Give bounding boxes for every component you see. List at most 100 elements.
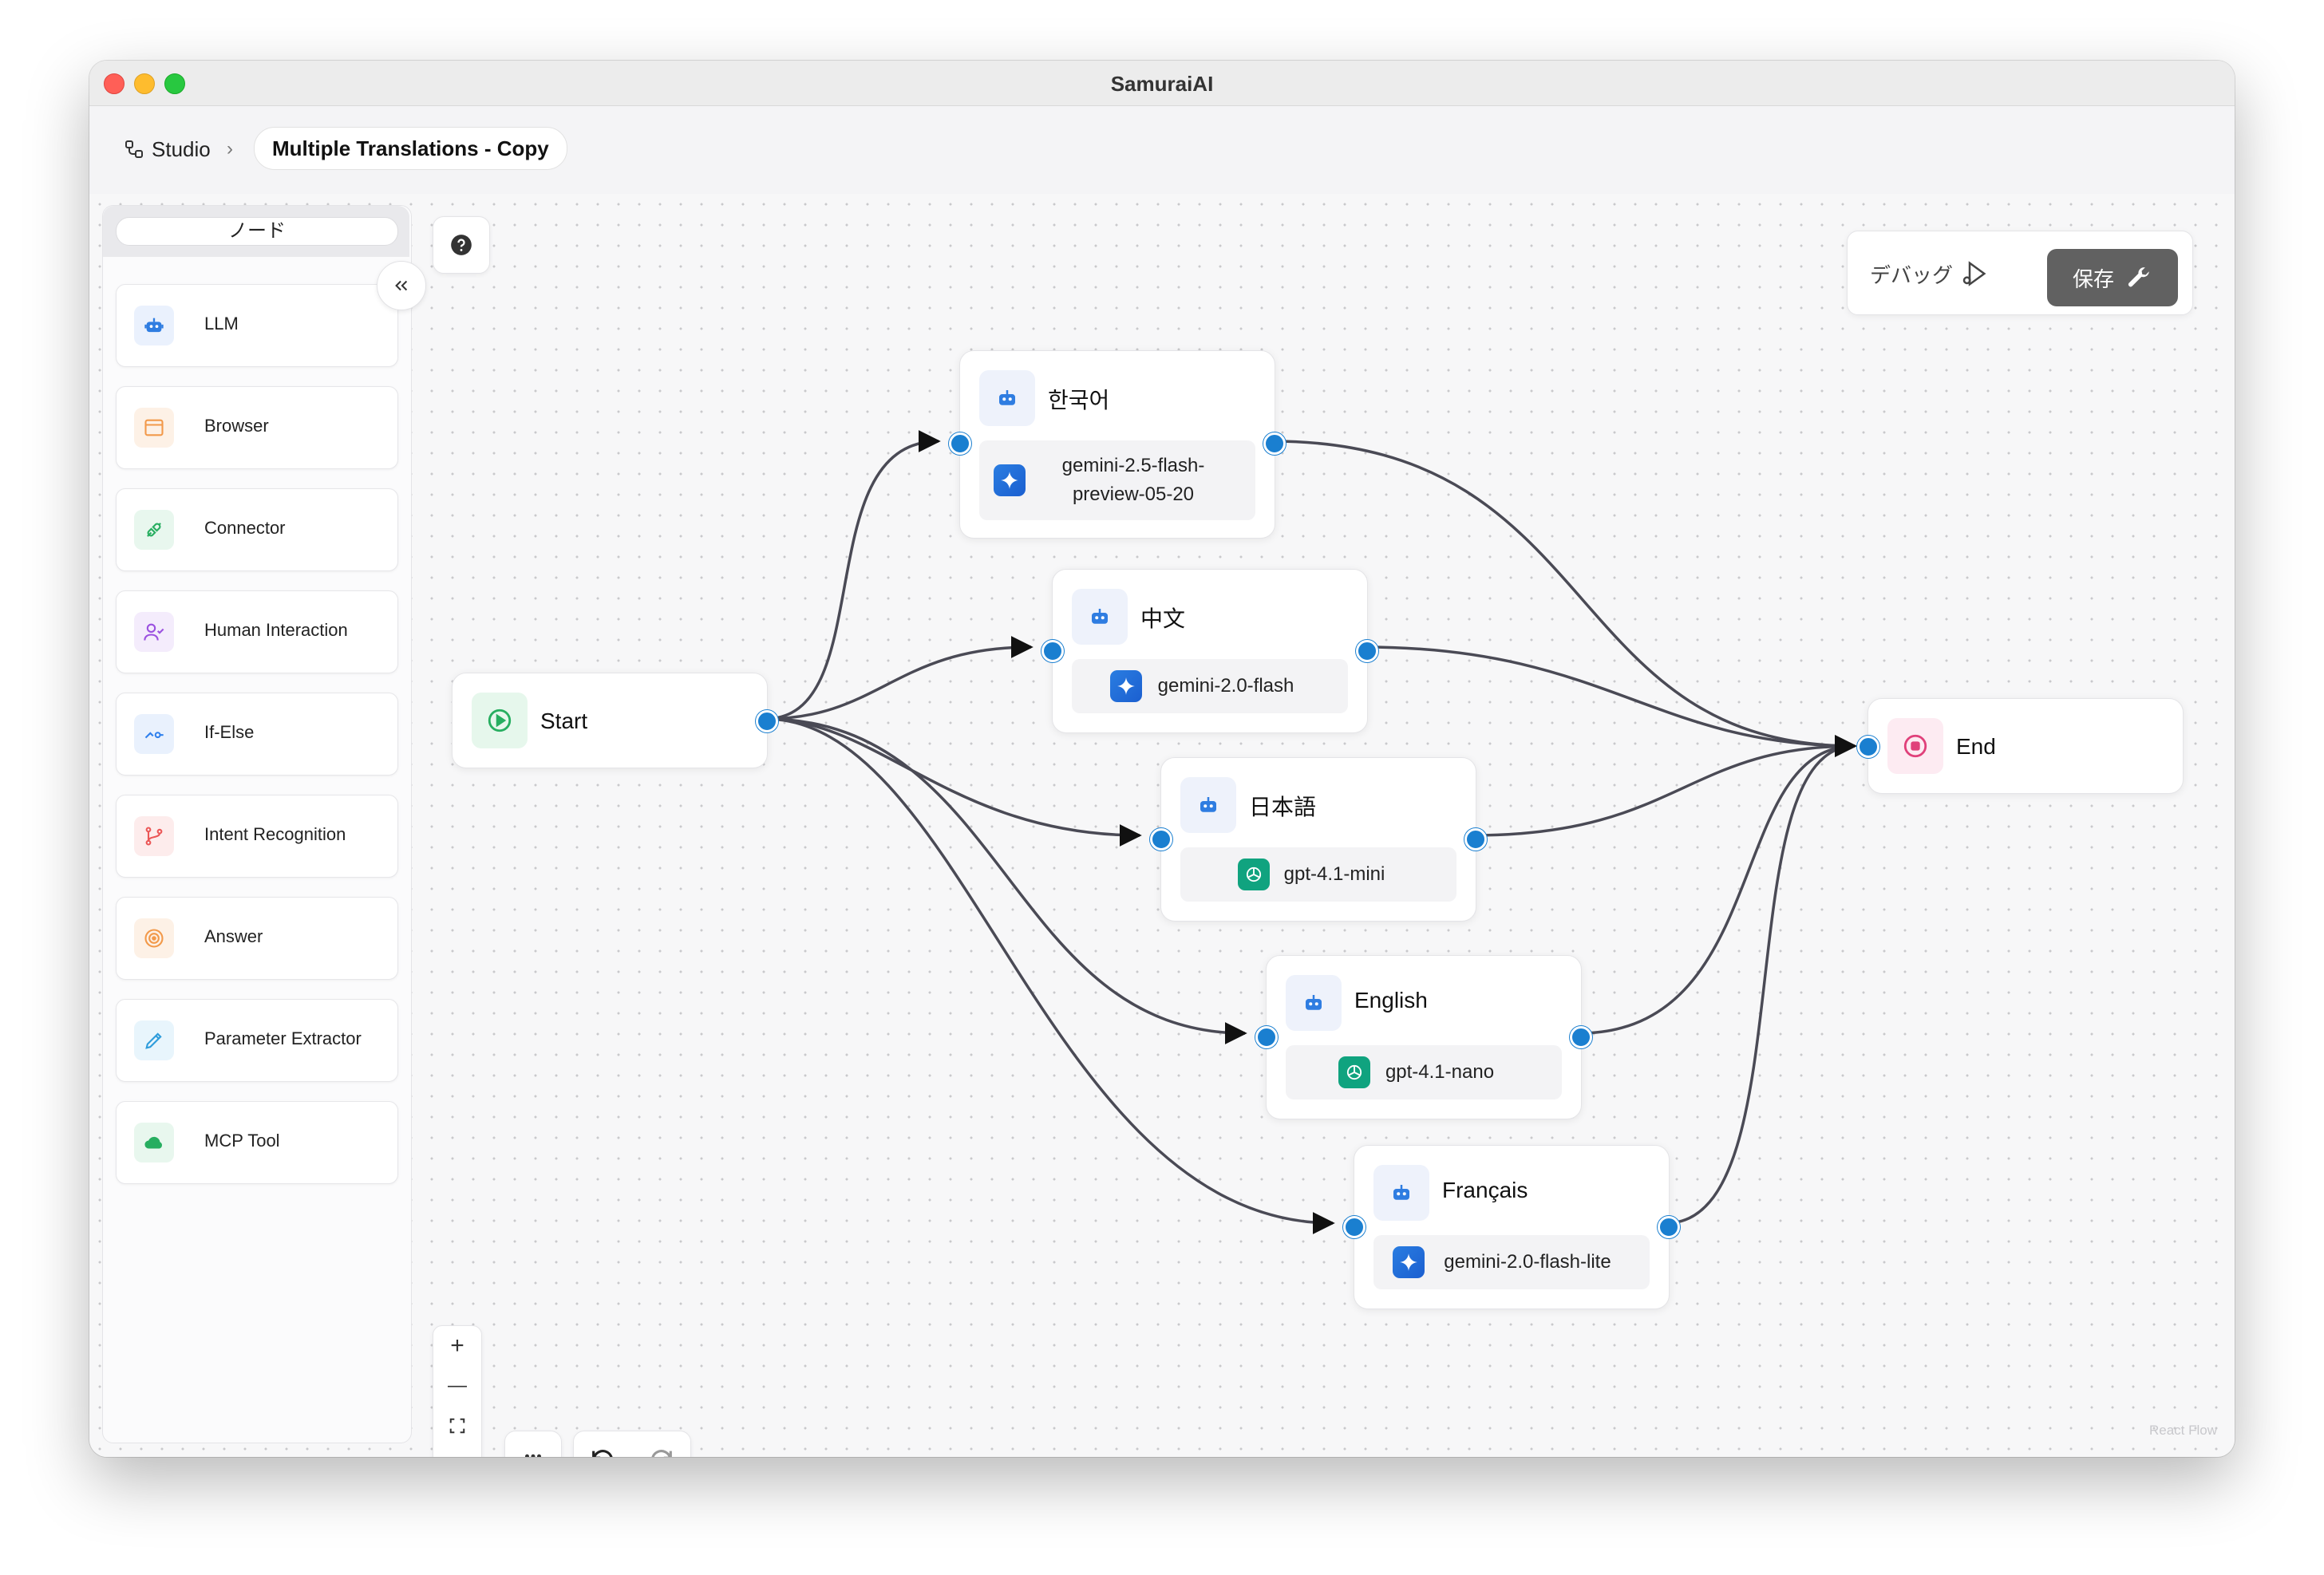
redo-button[interactable] — [644, 1443, 679, 1457]
undo-button[interactable] — [585, 1443, 620, 1457]
collapse-sidebar-button[interactable] — [377, 261, 426, 310]
user-check-icon — [134, 612, 174, 652]
zoom-in-button[interactable]: + — [450, 1332, 464, 1359]
palette-item-label: Intent Recognition — [204, 824, 346, 844]
llm-node-title: 日本語 — [1249, 795, 1317, 819]
model-selector[interactable]: gpt-4.1-mini — [1180, 847, 1456, 902]
node-palette-sidebar: ノード LLM Browser Connector — [102, 205, 412, 1443]
palette-item-if-else[interactable]: If-Else — [116, 693, 398, 776]
zoom-controls: + — — [433, 1325, 482, 1457]
react-flow-attribution[interactable]: React Flow — [2148, 1423, 2217, 1438]
input-handle[interactable] — [1041, 640, 1064, 662]
model-name-line1: gemini-2.5-flash- — [1061, 455, 1205, 476]
palette-item-label: Answer — [204, 926, 263, 946]
palette-item-label: Human Interaction — [204, 620, 348, 640]
palette-item-label: Connector — [204, 518, 286, 538]
edge-start-english — [765, 717, 1247, 1044]
palette-item-label: Browser — [204, 416, 269, 436]
end-input-handle[interactable] — [1857, 736, 1879, 758]
workflow-icon — [125, 140, 143, 158]
palette-item-mcp-tool[interactable]: MCP Tool — [116, 1101, 398, 1184]
llm-node-korean[interactable]: 한국어 gemini-2.5-flash- preview-05-20 — [949, 350, 1286, 539]
edge-korean-end — [1271, 440, 1857, 757]
model-selector[interactable]: gemini-2.0-flash — [1072, 659, 1348, 713]
redo-icon — [651, 1450, 672, 1457]
input-handle[interactable] — [949, 432, 971, 455]
minimize-window-button[interactable] — [134, 73, 155, 94]
model-selector[interactable]: gpt-4.1-nano — [1286, 1045, 1562, 1099]
model-selector[interactable]: gemini-2.5-flash- preview-05-20 — [979, 440, 1255, 520]
palette-item-parameter-extractor[interactable]: Parameter Extractor — [116, 999, 398, 1082]
model-name: gpt-4.1-mini — [1283, 863, 1385, 885]
llm-node-title: English — [1354, 988, 1428, 1012]
breadcrumb-studio-label: Studio — [152, 136, 211, 161]
target-icon — [134, 918, 174, 958]
git-branch-icon — [134, 816, 174, 856]
edge-start-japanese — [765, 717, 1142, 847]
chevrons-left-icon — [395, 280, 408, 291]
pen-icon — [134, 1020, 174, 1060]
edge-japanese-end — [1472, 735, 1857, 837]
flow-edges — [765, 430, 1857, 1234]
output-handle[interactable] — [1263, 432, 1286, 455]
input-handle[interactable] — [1343, 1216, 1366, 1238]
model-selector[interactable]: gemini-2.0-flash-lite — [1373, 1235, 1650, 1289]
palette-item-answer[interactable]: Answer — [116, 897, 398, 980]
palette-item-llm[interactable]: LLM — [116, 284, 398, 367]
breadcrumb-separator: › — [227, 138, 233, 160]
openai-icon — [1238, 859, 1270, 890]
palette-item-label: LLM — [204, 314, 239, 334]
robot-icon — [979, 370, 1035, 426]
fit-view-button[interactable] — [433, 1406, 481, 1446]
gemini-icon — [1393, 1246, 1425, 1278]
close-window-button[interactable] — [104, 73, 125, 94]
edge-start-french — [765, 717, 1335, 1234]
debug-button[interactable]: デバッグ — [1870, 255, 1990, 292]
palette-item-label: MCP Tool — [204, 1131, 280, 1151]
start-node-label: Start — [540, 709, 588, 733]
save-button[interactable]: 保存 — [2047, 249, 2178, 306]
end-node[interactable]: End — [1857, 698, 2184, 794]
llm-node-japanese[interactable]: 日本語 gpt-4.1-mini — [1150, 757, 1487, 922]
tab-nodes[interactable]: ノード — [116, 217, 398, 246]
title-bar: SamuraiAI — [89, 61, 2235, 106]
input-handle[interactable] — [1255, 1026, 1278, 1048]
sidebar-header: ノード — [103, 206, 409, 257]
browser-window-icon — [134, 408, 174, 448]
palette-item-browser[interactable]: Browser — [116, 386, 398, 469]
model-name-line2: preview-05-20 — [1072, 484, 1195, 505]
breadcrumb-current-workflow[interactable]: Multiple Translations - Copy — [254, 127, 567, 170]
input-handle[interactable] — [1150, 828, 1172, 851]
edge-start-chinese — [765, 636, 1034, 720]
end-node-label: End — [1956, 734, 1996, 759]
llm-node-title: Français — [1442, 1178, 1528, 1202]
output-handle[interactable] — [1356, 640, 1378, 662]
layout-button[interactable] — [504, 1431, 562, 1457]
llm-node-french[interactable]: Français gemini-2.0-flash-lite — [1343, 1145, 1680, 1309]
palette-item-human-interaction[interactable]: Human Interaction — [116, 590, 398, 673]
save-label: 保存 — [2072, 266, 2114, 291]
debug-label: デバッグ — [1870, 262, 1954, 287]
start-output-handle[interactable] — [756, 710, 778, 732]
app-window: SamuraiAI Studio › Multiple Translations… — [89, 61, 2235, 1457]
lock-button[interactable] — [433, 1446, 481, 1457]
maximize-window-button[interactable] — [164, 73, 185, 94]
output-handle[interactable] — [1570, 1026, 1592, 1048]
undo-icon — [592, 1450, 613, 1457]
zoom-out-button[interactable]: — — [448, 1375, 467, 1396]
flow-canvas[interactable]: ノード LLM Browser Connector — [89, 194, 2235, 1457]
output-handle[interactable] — [1658, 1216, 1680, 1238]
output-handle[interactable] — [1464, 828, 1487, 851]
openai-icon — [1338, 1056, 1370, 1088]
palette-item-connector[interactable]: Connector — [116, 488, 398, 571]
breadcrumb-studio[interactable]: Studio — [125, 128, 211, 170]
start-node[interactable]: Start — [452, 673, 778, 768]
llm-node-english[interactable]: English gpt-4.1-nano — [1255, 955, 1592, 1119]
workflow-actions-panel: デバッグ 保存 — [1847, 231, 2193, 315]
llm-node-chinese[interactable]: 中文 gemini-2.0-flash — [1041, 569, 1378, 733]
edge-french-end — [1666, 735, 1857, 1225]
stop-circle-icon — [1887, 718, 1943, 774]
help-button[interactable] — [433, 216, 490, 274]
palette-item-intent-recognition[interactable]: Intent Recognition — [116, 795, 398, 878]
gemini-icon — [1110, 670, 1142, 702]
